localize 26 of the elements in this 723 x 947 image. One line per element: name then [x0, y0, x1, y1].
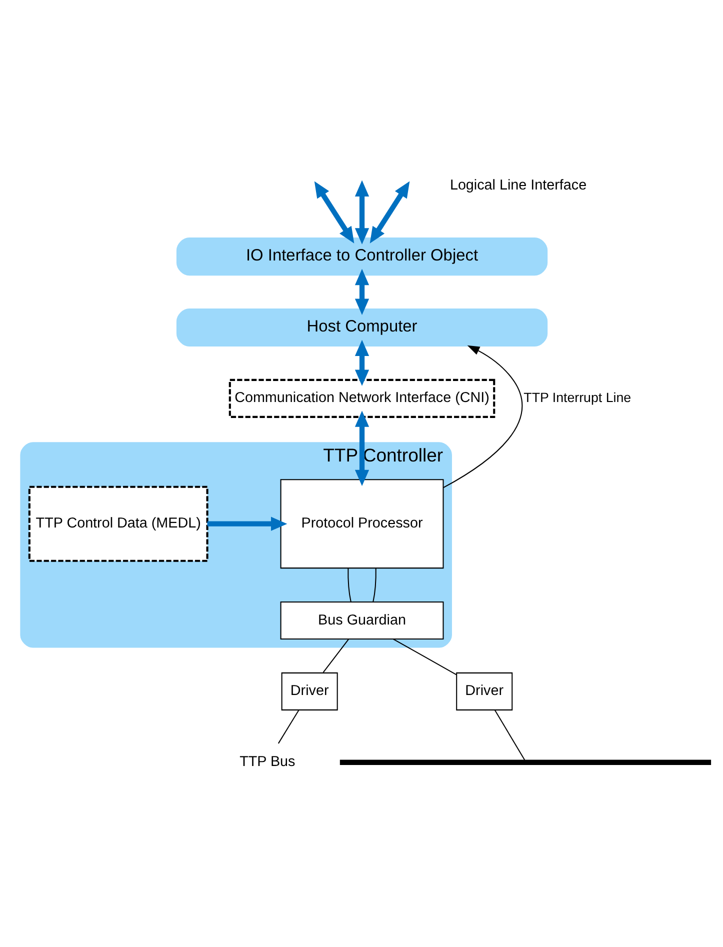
- node-box: TTP Control Data (MEDL): [28, 485, 208, 562]
- arrow: [354, 339, 370, 386]
- arrow: [354, 180, 370, 244]
- arrow: [314, 180, 354, 243]
- connector: [322, 638, 349, 672]
- node-box: IO Interface to Controller Object: [176, 237, 548, 276]
- arrow: [354, 268, 370, 314]
- node-text: TTP Bus: [240, 754, 296, 770]
- connector: [348, 568, 352, 602]
- node-box: Bus Guardian: [280, 600, 444, 640]
- arrow: [370, 180, 410, 243]
- arrow: [354, 410, 370, 486]
- node-box: Driver: [281, 672, 338, 710]
- edge-label: TTP Interrupt Line: [524, 389, 632, 404]
- arrow: [443, 344, 522, 488]
- node-box: Host Computer: [176, 308, 548, 346]
- label: Logical Line Interface: [450, 176, 587, 193]
- node-box: Protocol Processor: [280, 478, 444, 568]
- node-box: Driver: [456, 672, 513, 710]
- arrow: [207, 516, 288, 530]
- connector: [392, 638, 457, 675]
- node-box: Communication Network Interface (CNI): [228, 378, 496, 418]
- node-bar: [340, 759, 712, 764]
- connector: [372, 568, 376, 602]
- connector: [278, 709, 300, 744]
- connector: [494, 709, 526, 760]
